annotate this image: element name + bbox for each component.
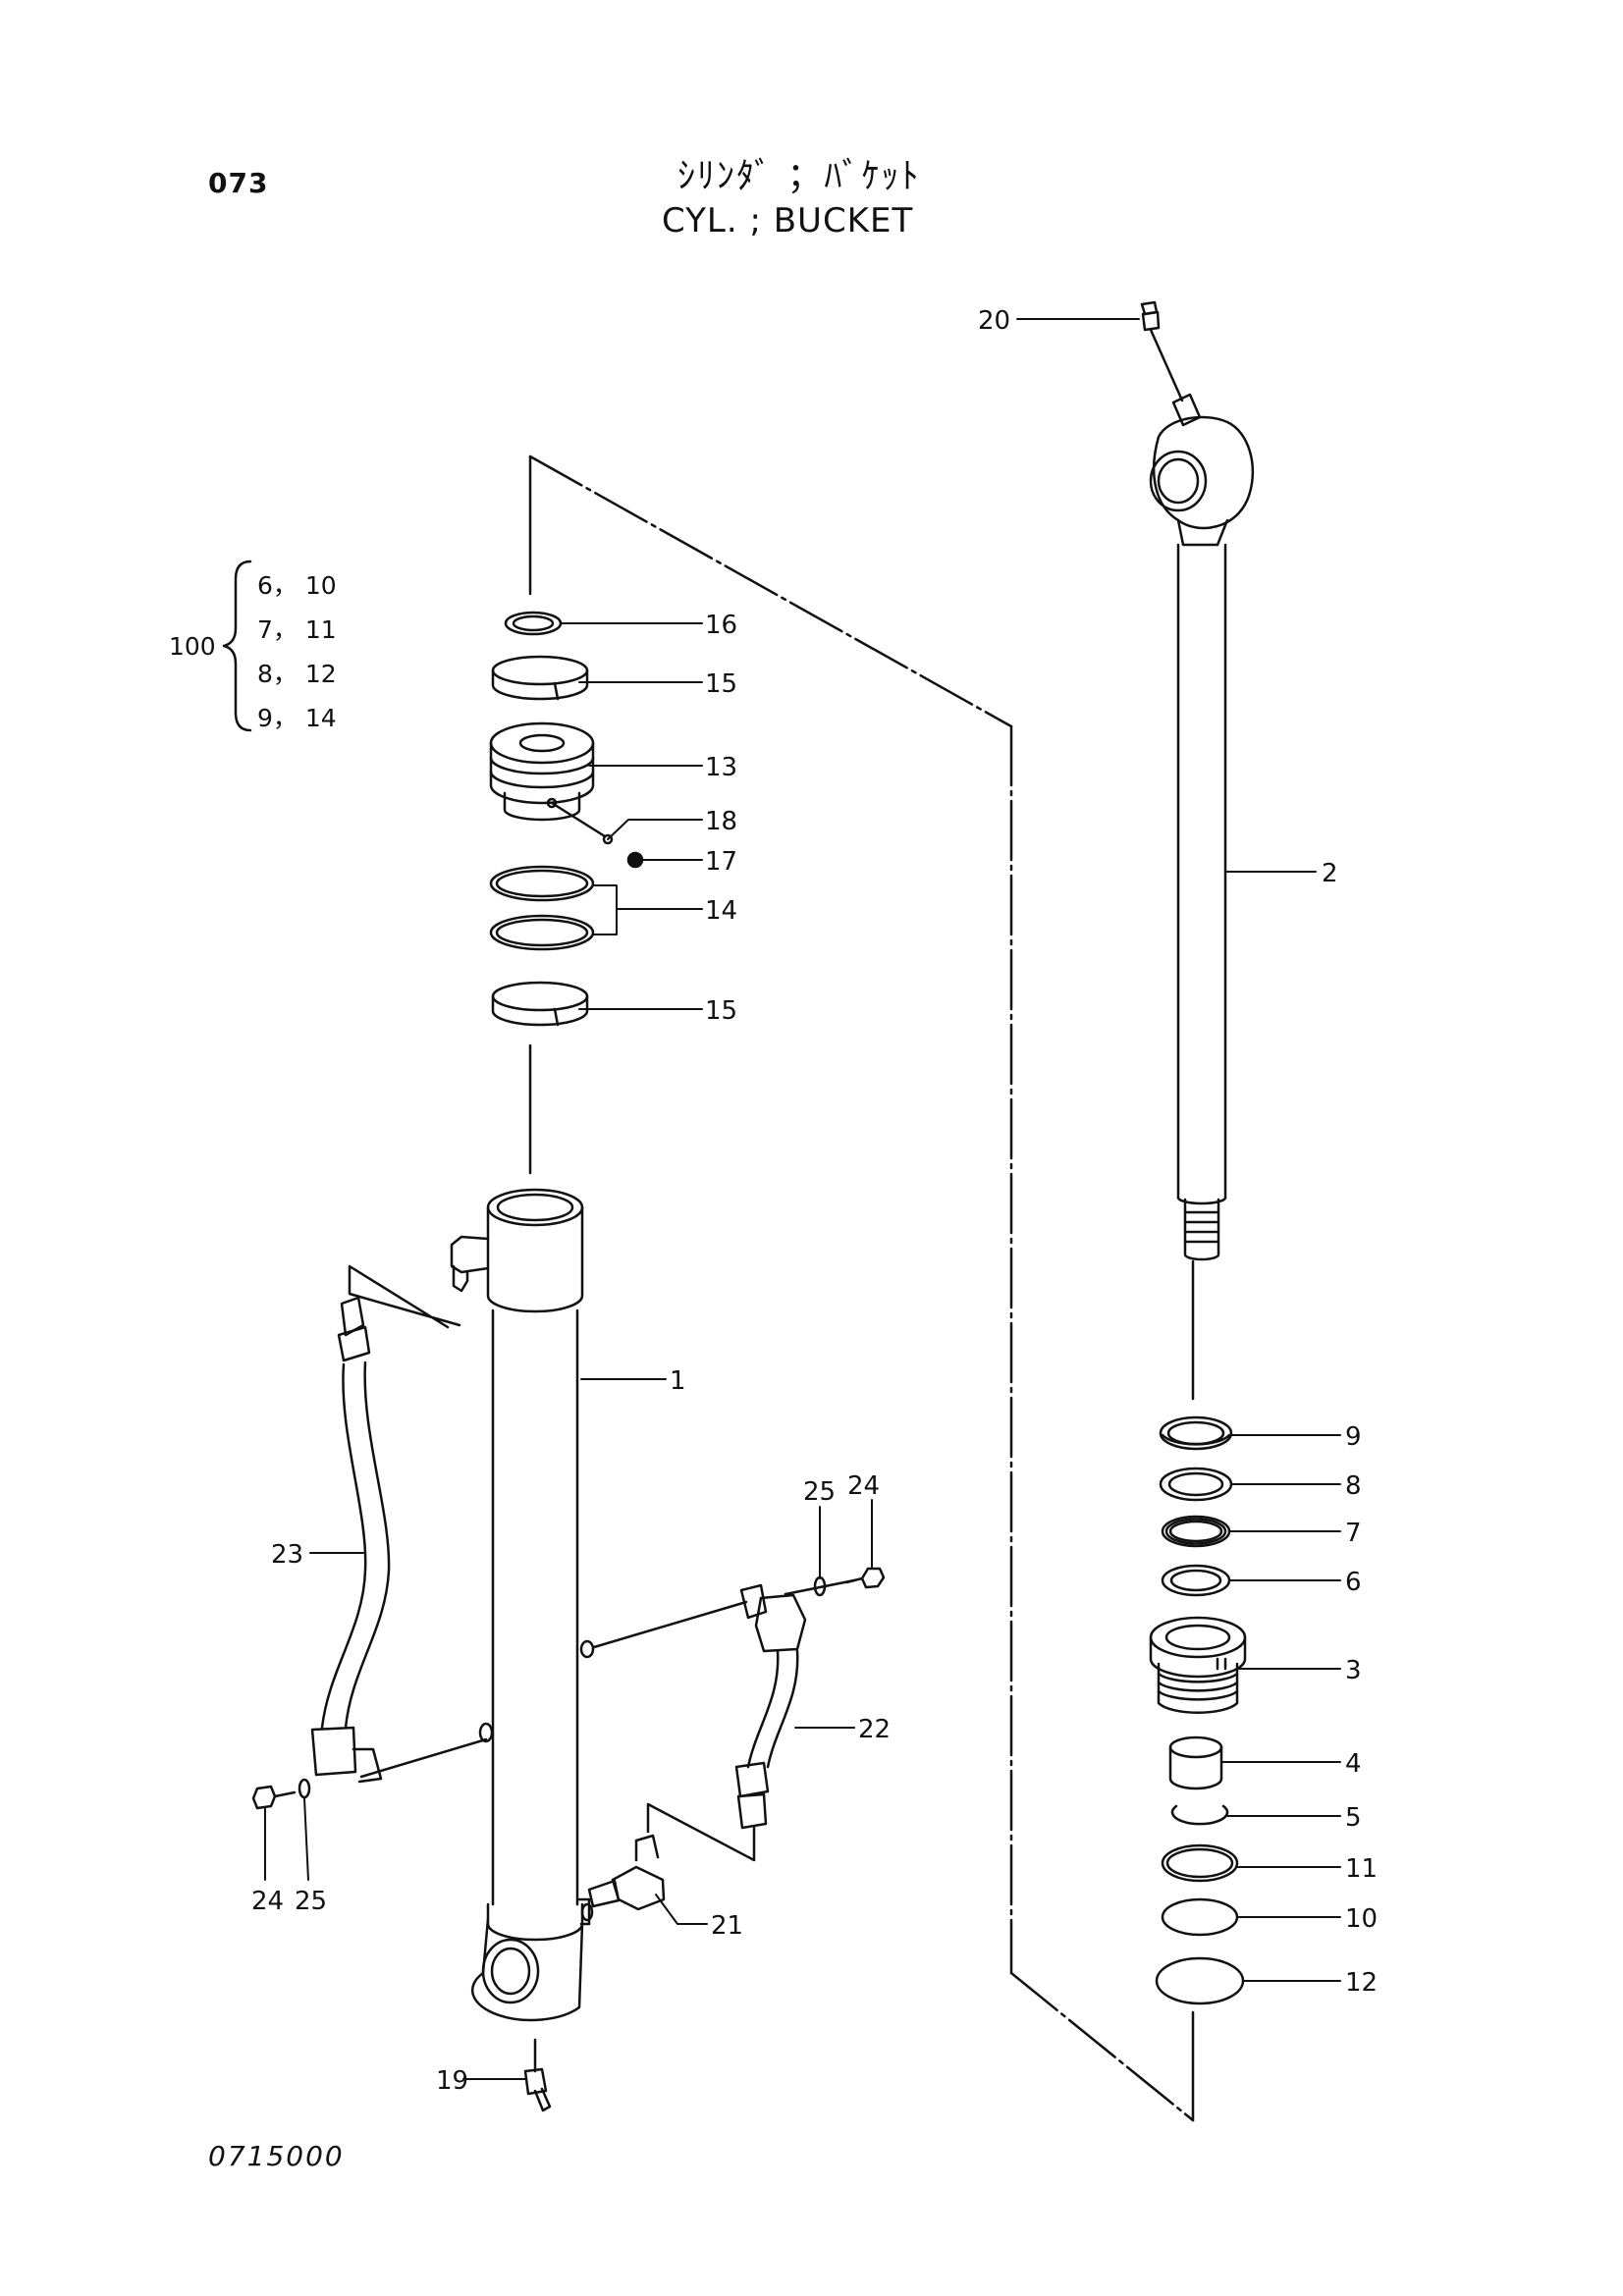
label-part-7: 7 — [1345, 1519, 1362, 1548]
part-25-washer-left — [298, 1778, 311, 1799]
label-part-13: 13 — [705, 753, 737, 782]
label-part-9: 9 — [1345, 1422, 1362, 1452]
part-17-screw — [626, 851, 644, 869]
part-2-piston-rod — [1149, 393, 1255, 1261]
part-18-ball — [602, 833, 614, 845]
kit-number: 100 — [169, 632, 216, 661]
bolt-line-right — [592, 1600, 748, 1649]
label-part-25-right: 25 — [803, 1477, 836, 1507]
part-4-bushing — [1168, 1735, 1223, 1790]
part-20-grease-nipple — [1140, 300, 1184, 402]
hose-connector-line — [348, 1264, 461, 1329]
bolt-line-left — [359, 1737, 488, 1779]
part-13-piston — [489, 721, 595, 822]
label-part-22: 22 — [858, 1715, 891, 1744]
part-15-wear-ring-lower — [491, 981, 589, 1027]
part-6-seal — [1161, 1564, 1231, 1597]
kit-row-2: 7， 11 — [257, 615, 337, 644]
label-part-1: 1 — [670, 1366, 686, 1396]
label-part-20: 20 — [978, 306, 1010, 336]
label-part-16: 16 — [705, 611, 737, 640]
part-24-bolt-right — [844, 1567, 886, 1589]
label-part-5: 5 — [1345, 1803, 1362, 1833]
hose-connector-line-lower — [646, 1802, 756, 1862]
part-12-ring — [1155, 1956, 1245, 2005]
label-part-18: 18 — [705, 807, 737, 836]
assembly-dash-lines — [528, 454, 1195, 2122]
label-part-14: 14 — [705, 896, 737, 926]
label-part-24-left: 24 — [251, 1887, 284, 1916]
part-22-hose — [734, 1583, 807, 1830]
part-16-ring — [504, 611, 563, 636]
part-24-bolt-left — [251, 1785, 297, 1810]
part-11-ring — [1161, 1843, 1239, 1883]
page-number: 073 — [208, 167, 269, 199]
label-part-15-upper: 15 — [705, 669, 737, 699]
part-10-ring — [1161, 1897, 1239, 1937]
part-21-elbow — [587, 1834, 666, 1911]
label-part-2: 2 — [1322, 859, 1338, 888]
part-9-seal — [1159, 1415, 1233, 1451]
drawing-number: 0715000 — [208, 2140, 345, 2172]
label-part-3: 3 — [1345, 1656, 1362, 1685]
part-1-cylinder-barrel — [450, 1188, 595, 2022]
label-part-12: 12 — [1345, 1968, 1378, 1998]
label-part-8: 8 — [1345, 1471, 1362, 1501]
label-part-25-left: 25 — [295, 1887, 327, 1916]
kit-row-1: 6， 10 — [257, 571, 337, 600]
label-part-17: 17 — [705, 847, 737, 877]
part-14-seal-rings — [489, 865, 595, 951]
label-part-11: 11 — [1345, 1854, 1378, 1884]
part-18-leader-link — [550, 801, 607, 838]
part-23-hose — [310, 1296, 391, 1784]
label-part-4: 4 — [1345, 1749, 1362, 1779]
label-part-6: 6 — [1345, 1568, 1362, 1597]
label-part-24-right: 24 — [847, 1471, 880, 1501]
part-15-wear-ring-upper — [491, 655, 589, 701]
label-part-10: 10 — [1345, 1904, 1378, 1934]
part-3-cylinder-head — [1149, 1616, 1247, 1714]
label-part-15-lower: 15 — [705, 996, 737, 1026]
part-7-seal — [1161, 1515, 1231, 1548]
kit-row-3: 8， 12 — [257, 660, 337, 688]
label-part-21: 21 — [711, 1911, 743, 1941]
label-part-23: 23 — [271, 1540, 303, 1570]
part-8-seal — [1159, 1467, 1233, 1502]
kit-row-4: 9， 14 — [257, 704, 337, 732]
bolt-line-right-2 — [784, 1578, 856, 1596]
title-japanese: ｼﾘﾝﾀﾞ ；ﾊﾞｹｯﾄ — [677, 156, 921, 196]
leader-lines — [264, 318, 1341, 2080]
title-english: CYL. ; BUCKET — [662, 201, 914, 240]
label-part-19: 19 — [436, 2066, 468, 2096]
part-19-fitting — [523, 2038, 552, 2112]
part-5-snap-ring — [1170, 1804, 1229, 1826]
kit-brace — [222, 560, 252, 732]
